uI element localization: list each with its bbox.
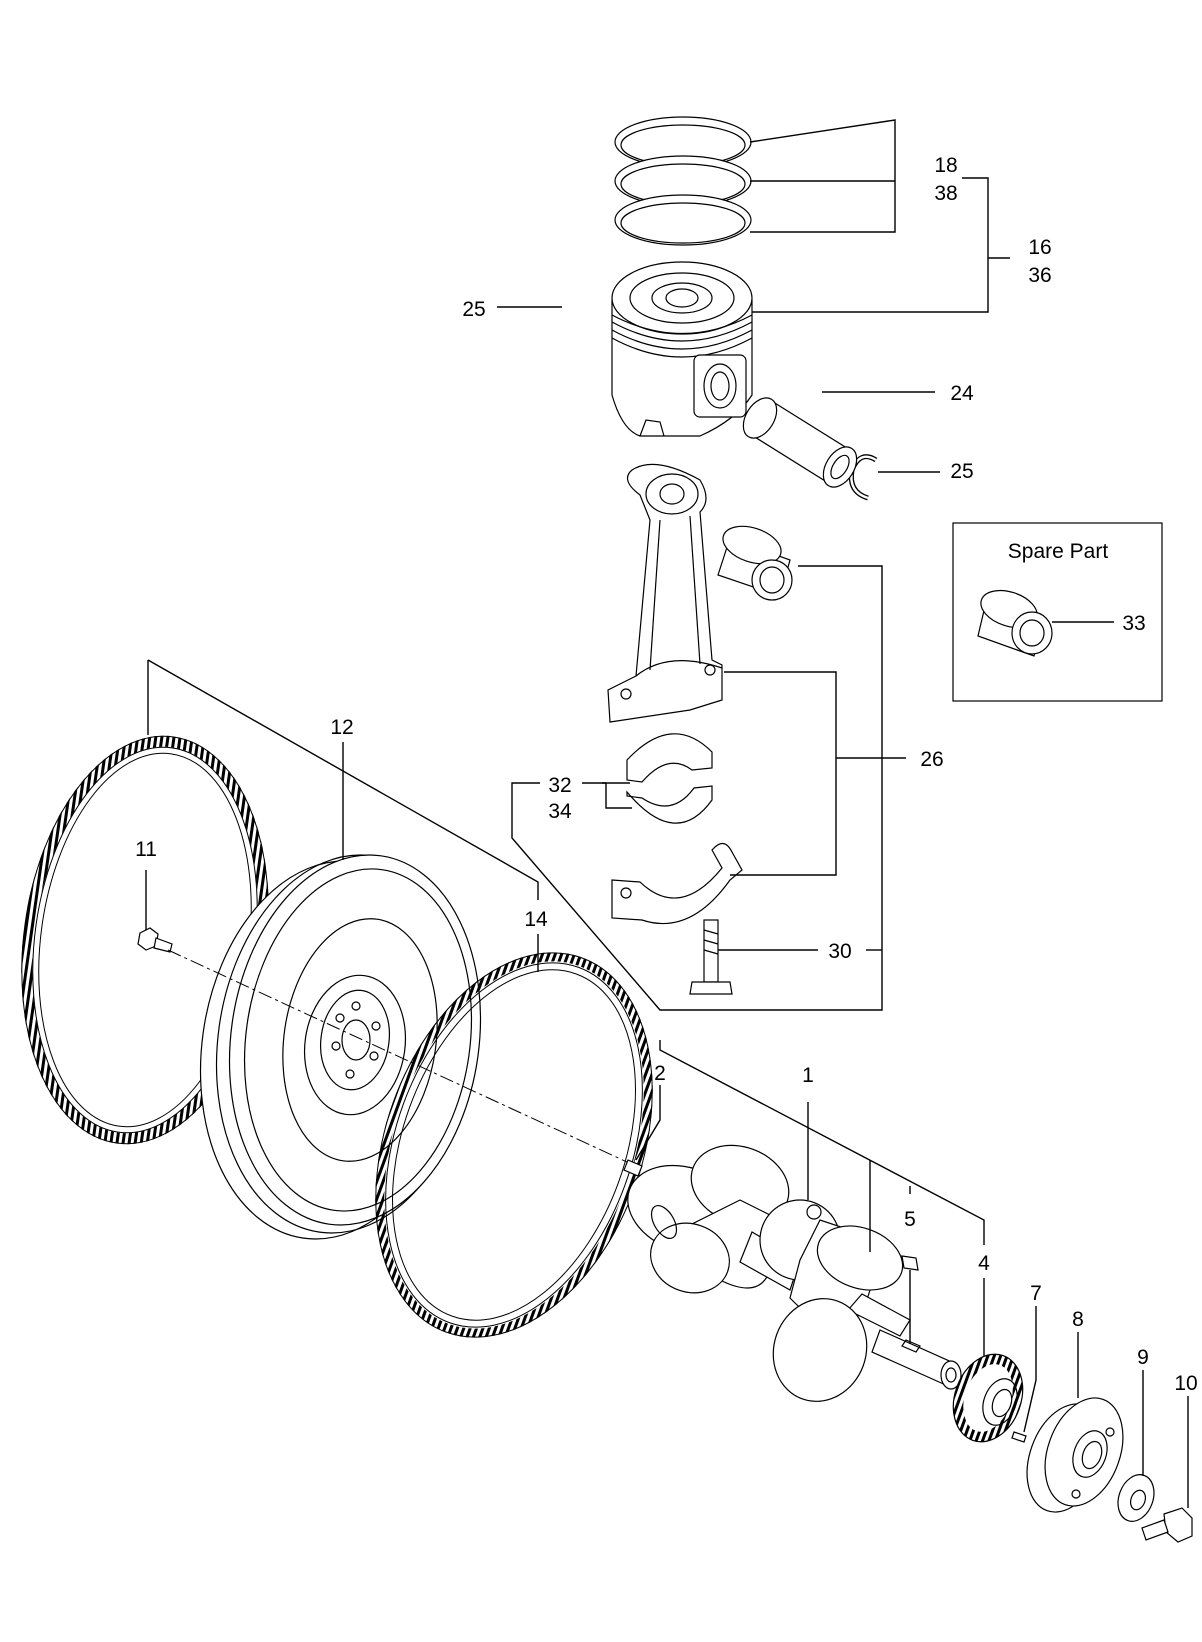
piston-pin bbox=[742, 397, 858, 488]
callout-34: 34 bbox=[548, 800, 572, 823]
callout-18: 18 bbox=[934, 154, 957, 177]
woodruff-key bbox=[901, 1255, 919, 1271]
callout-16: 16 bbox=[1028, 236, 1051, 259]
callout-36: 36 bbox=[1028, 264, 1051, 287]
pulley-bolt bbox=[1141, 1507, 1193, 1543]
rod-bolt bbox=[689, 919, 733, 995]
callout-4: 4 bbox=[978, 1252, 990, 1275]
callout-7: 7 bbox=[1030, 1282, 1042, 1305]
callout-30: 30 bbox=[828, 940, 851, 963]
assembly-axis bbox=[167, 949, 641, 1169]
callout-32: 32 bbox=[548, 774, 571, 797]
callout-14: 14 bbox=[524, 908, 548, 931]
crankshaft bbox=[627, 1144, 962, 1402]
crank-pulley bbox=[1026, 1397, 1124, 1513]
callout-8: 8 bbox=[1072, 1308, 1084, 1331]
callout-5: 5 bbox=[904, 1208, 916, 1231]
callout-1: 1 bbox=[802, 1064, 814, 1087]
piston-rings bbox=[614, 116, 752, 246]
flywheel bbox=[199, 854, 482, 1240]
gear-key bbox=[1011, 1431, 1027, 1443]
spare-part-title: Spare Part bbox=[1008, 540, 1109, 563]
callout-24: 24 bbox=[950, 382, 974, 405]
crank-gear bbox=[952, 1353, 1024, 1443]
callout-25-lower: 25 bbox=[950, 460, 973, 483]
spare-bush bbox=[977, 589, 1053, 657]
small-end-bush bbox=[717, 525, 793, 601]
callout-10: 10 bbox=[1174, 1372, 1197, 1395]
washer bbox=[1117, 1474, 1155, 1522]
callout-33: 33 bbox=[1122, 612, 1145, 635]
tone-wheel-bolt bbox=[137, 927, 173, 953]
callout-11: 11 bbox=[135, 838, 157, 861]
callout-25-upper: 25 bbox=[462, 298, 485, 321]
connecting-rod-cap bbox=[611, 842, 743, 925]
piston bbox=[611, 261, 753, 437]
plug-ball bbox=[806, 1204, 822, 1220]
callout-labels: 18 38 16 36 25 24 25 33 12 26 32 34 11 1… bbox=[135, 154, 1198, 1395]
callout-12: 12 bbox=[330, 716, 353, 739]
callout-38: 38 bbox=[934, 182, 957, 205]
circlip-upper bbox=[558, 283, 589, 332]
callout-26: 26 bbox=[920, 748, 943, 771]
spare-part-box: Spare Part bbox=[952, 522, 1163, 702]
callout-2: 2 bbox=[654, 1062, 666, 1085]
leader-lines bbox=[145, 119, 1189, 1508]
connecting-rod bbox=[607, 463, 723, 723]
dowel-pin bbox=[623, 1159, 643, 1177]
callout-9: 9 bbox=[1137, 1346, 1149, 1369]
bearing-shell-upper bbox=[626, 733, 713, 824]
